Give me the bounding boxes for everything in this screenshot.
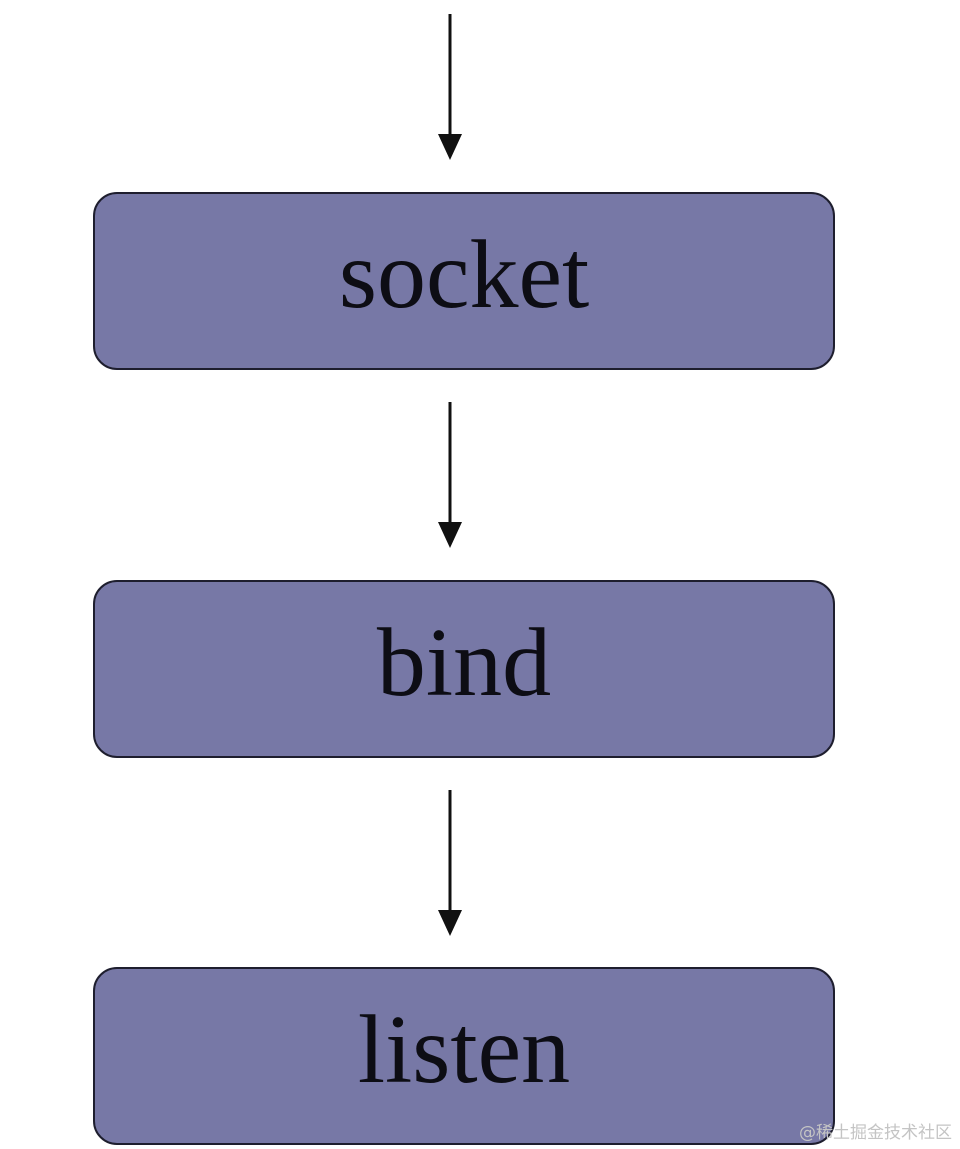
arrow-into-socket xyxy=(434,14,466,162)
node-listen: listen xyxy=(93,967,835,1145)
node-bind-label: bind xyxy=(376,609,552,717)
node-bind: bind xyxy=(93,580,835,758)
arrow-socket-to-bind xyxy=(434,402,466,550)
watermark: @稀土掘金技术社区 xyxy=(799,1123,952,1143)
node-socket: socket xyxy=(93,192,835,370)
node-listen-label: listen xyxy=(357,996,571,1104)
node-socket-label: socket xyxy=(338,221,590,329)
arrow-bind-to-listen xyxy=(434,790,466,938)
